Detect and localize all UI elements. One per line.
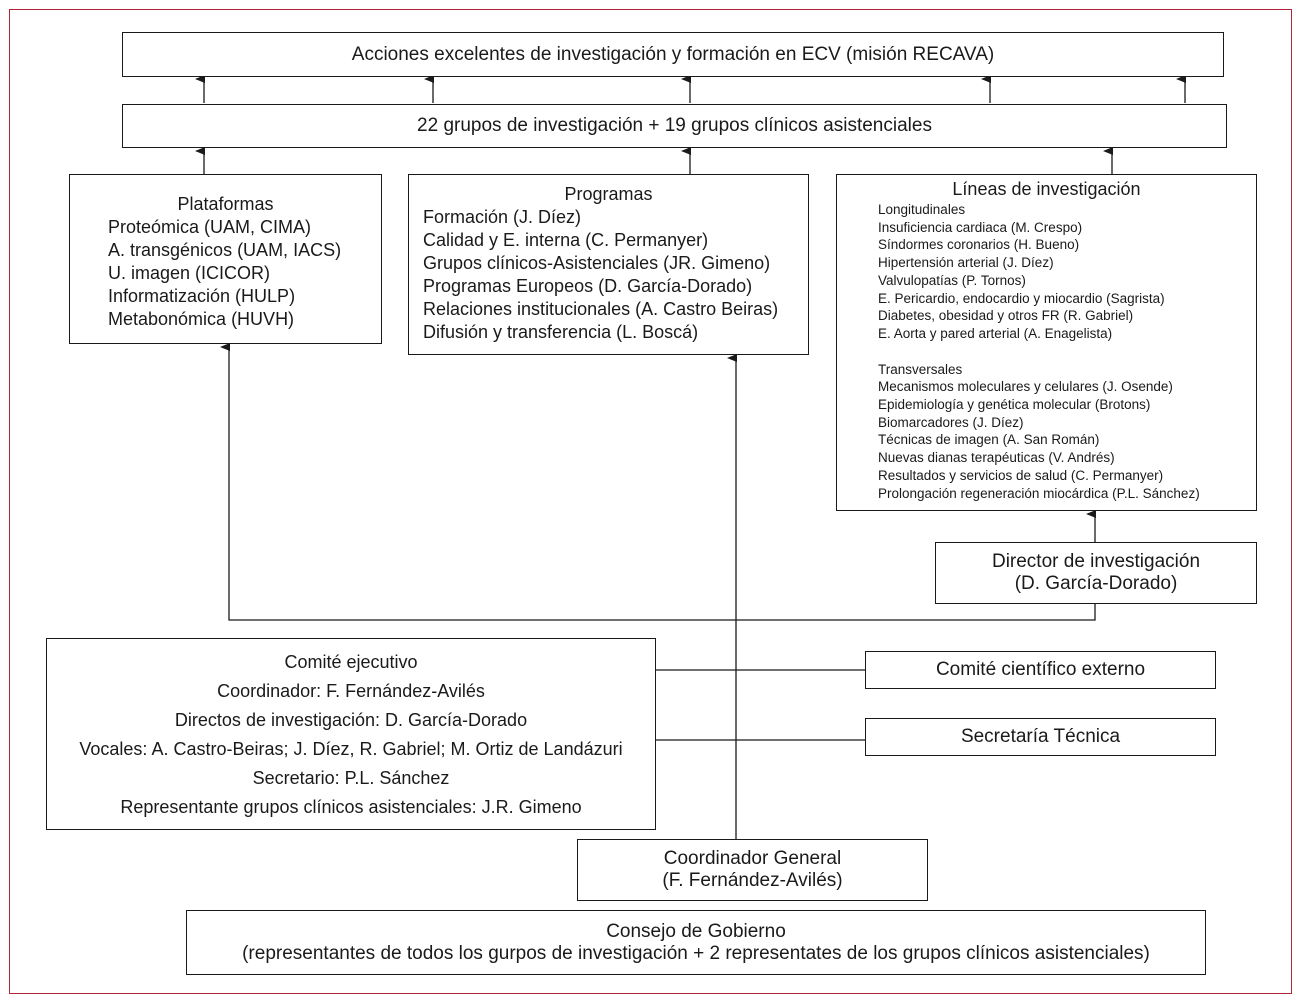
programa-item: Difusión y transferencia (L. Boscá) [423,322,699,342]
plataforma-item: A. transgénicos (UAM, IACS) [108,240,342,260]
plataforma-item: U. imagen (ICICOR) [108,263,271,283]
comite-cientifico-label: Comité científico externo [935,659,1146,680]
plataformas-title: Plataformas [177,194,274,214]
comite-ejecutivo-box: Comité ejecutivo Coordinador: F. Fernánd… [46,638,656,830]
programas-box: Programas Formación (J. Díez) Calidad y … [408,174,809,355]
coordinador-title: Coordinador General [663,848,842,869]
secretaria-label: Secretaría Técnica [960,726,1121,747]
linea-item: Mecanismos moleculares y celulares (J. O… [878,379,1173,395]
lineas-transversales-list: Transversales Mecanismos moleculares y c… [878,361,1256,503]
linea-item: Nuevas dianas terapéuticas (V. Andrés) [878,450,1115,466]
linea-item: E. Aorta y pared arterial (A. Enagelista… [878,325,1113,341]
comite-ejecutivo-line: Vocales: A. Castro-Beiras; J. Díez, R. G… [79,739,623,759]
director-box: Director de investigación (D. García-Dor… [935,542,1257,604]
director-name: (D. García-Dorado) [1014,573,1178,594]
consejo-subtitle: (representantes de todos los gurpos de i… [242,942,1150,964]
comite-ejecutivo-line: Coordinador: F. Fernández-Avilés [217,681,485,701]
director-title: Director de investigación [991,551,1201,572]
coordinador-name: (F. Fernández-Avilés) [662,870,843,891]
lineas-title: Líneas de investigación [952,179,1141,199]
groups-box: 22 grupos de investigación + 19 grupos c… [122,104,1227,148]
comite-cientifico-box: Comité científico externo [865,651,1216,689]
plataformas-box: Plataformas Proteómica (UAM, CIMA) A. tr… [69,174,382,344]
comite-ejecutivo-line: Secretario: P.L. Sánchez [252,768,450,788]
comite-ejecutivo-list: Comité ejecutivo Coordinador: F. Fernánd… [47,648,655,822]
linea-item: Epidemiología y genética molecular (Brot… [878,397,1151,413]
linea-item: Prolongación regeneración miocárdica (P.… [878,485,1200,501]
linea-item: E. Pericardio, endocardio y miocardio (S… [878,290,1165,306]
consejo-box: Consejo de Gobierno (representantes de t… [186,910,1206,975]
consejo-title: Consejo de Gobierno [606,920,786,942]
linea-item: Diabetes, obesidad y otros FR (R. Gabrie… [878,308,1134,324]
mission-label: Acciones excelentes de investigación y f… [351,43,995,65]
programa-item: Relaciones institucionales (A. Castro Be… [423,299,779,319]
coordinador-box: Coordinador General (F. Fernández-Avilés… [577,839,928,901]
linea-item: Técnicas de imagen (A. San Román) [878,432,1100,448]
mission-box: Acciones excelentes de investigación y f… [122,32,1224,77]
secretaria-box: Secretaría Técnica [865,718,1216,756]
programas-title: Programas [564,184,653,204]
linea-item: Síndormes coronarios (H. Bueno) [878,237,1080,253]
comite-ejecutivo-line: Directos de investigación: D. García-Dor… [174,710,528,730]
linea-item: Insuficiencia cardiaca (M. Crespo) [878,219,1083,235]
figure-frame [9,9,1292,994]
programa-item: Grupos clínicos-Asistenciales (JR. Gimen… [423,253,771,273]
linea-item: Hipertensión arterial (J. Díez) [878,255,1054,271]
plataforma-item: Proteómica (UAM, CIMA) [108,217,312,237]
plataforma-item: Informatización (HULP) [108,286,296,306]
linea-item: Biomarcadores (J. Díez) [878,414,1024,430]
comite-ejecutivo-title: Comité ejecutivo [284,652,418,672]
plataforma-item: Metabonómica (HUVH) [108,309,295,329]
lineas-subheading: Longitudinales [878,202,966,217]
programas-list: Formación (J. Díez) Calidad y E. interna… [423,206,808,344]
programa-item: Formación (J. Díez) [423,207,582,227]
lineas-box: Líneas de investigación Longitudinales I… [836,174,1257,511]
programa-item: Calidad y E. interna (C. Permanyer) [423,230,709,250]
groups-label: 22 grupos de investigación + 19 grupos c… [417,115,932,136]
plataformas-list: Proteómica (UAM, CIMA) A. transgénicos (… [108,216,381,331]
lineas-subheading: Transversales [878,361,963,377]
linea-item: Valvulopatías (P. Tornos) [878,272,1026,288]
comite-ejecutivo-line: Representante grupos clínicos asistencia… [120,797,582,817]
lineas-longitudinales-list: Longitudinales Insuficiencia cardiaca (M… [878,201,1256,343]
linea-item: Resultados y servicios de salud (C. Perm… [878,467,1164,483]
programa-item: Programas Europeos (D. García-Dorado) [423,276,753,296]
